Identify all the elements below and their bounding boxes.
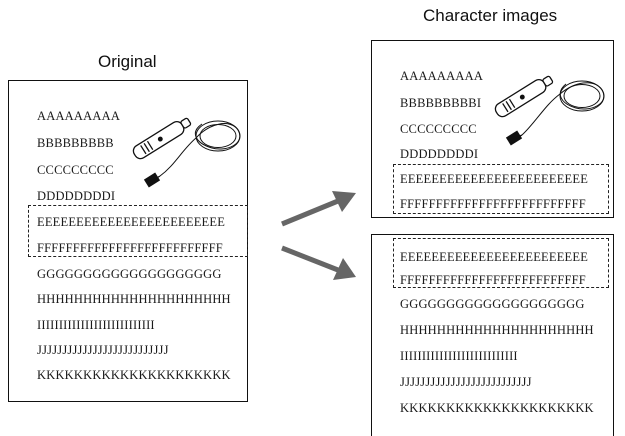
- char-top-line-d: DDDDDDDDI: [400, 147, 479, 161]
- char-bottom-line-g: GGGGGGGGGGGGGGGGGGGG: [400, 297, 585, 311]
- char-top-line-a: AAAAAAAAA: [400, 69, 484, 83]
- char-bottom-line-h: HHHHHHHHHHHHHHHHHHHHH: [400, 323, 594, 337]
- char-bottom-line-k: KKKKKKKKKKKKKKKKKKKKK: [400, 401, 594, 415]
- char-top-line-e: EEEEEEEEEEEEEEEEEEEEEEEE: [400, 172, 589, 186]
- char-bottom-selection-box: [393, 238, 609, 288]
- char-image-bottom-page: EEEEEEEEEEEEEEEEEEEEEEEE FFFFFFFFFFFFFFF…: [371, 234, 614, 436]
- title-original: Original: [98, 52, 157, 71]
- char-top-selection-box: [393, 164, 609, 214]
- original-line-f: FFFFFFFFFFFFFFFFFFFFFFFFFF: [37, 241, 223, 255]
- original-line-g: GGGGGGGGGGGGGGGGGGGG: [37, 267, 222, 281]
- original-line-i: IIIIIIIIIIIIIIIIIIIIIIIIIII: [37, 318, 155, 332]
- original-line-k: KKKKKKKKKKKKKKKKKKKKK: [37, 368, 231, 382]
- title-character-images: Character images: [423, 6, 558, 25]
- char-bottom-line-i: IIIIIIIIIIIIIIIIIIIIIIIIIII: [400, 349, 518, 363]
- arrow-right-icon: [281, 245, 356, 280]
- char-bottom-line-j: JJJJJJJJJJJJJJJJJJJJJJJJJJ: [400, 375, 532, 389]
- original-selection-box: [28, 205, 248, 257]
- original-line-j: JJJJJJJJJJJJJJJJJJJJJJJJJJ: [37, 343, 169, 357]
- original-line-b: BBBBBBBBB: [37, 136, 114, 150]
- original-page: AAAAAAAAA BBBBBBBBB CCCCCCCCC DDDDDDDDI …: [8, 80, 248, 402]
- original-line-d: DDDDDDDDI: [37, 189, 116, 203]
- char-top-line-c: CCCCCCCCC: [400, 122, 477, 136]
- char-image-top-page: AAAAAAAAA BBBBBBBBBI CCCCCCCCC DDDDDDDDI…: [371, 40, 614, 218]
- char-bottom-line-e: EEEEEEEEEEEEEEEEEEEEEEEE: [400, 250, 589, 264]
- char-bottom-line-f: FFFFFFFFFFFFFFFFFFFFFFFFFF: [400, 273, 586, 287]
- arrow-right-icon: [281, 191, 356, 227]
- original-line-h: HHHHHHHHHHHHHHHHHHHHH: [37, 292, 231, 306]
- original-line-c: CCCCCCCCC: [37, 163, 114, 177]
- original-line-a: AAAAAAAAA: [37, 109, 121, 123]
- original-line-e: EEEEEEEEEEEEEEEEEEEEEEEE: [37, 215, 226, 229]
- char-top-line-b: BBBBBBBBBI: [400, 96, 482, 110]
- char-top-line-f: FFFFFFFFFFFFFFFFFFFFFFFFFF: [400, 197, 586, 211]
- handheld-scanner-icon: [132, 117, 241, 188]
- handheld-scanner-icon: [494, 75, 605, 146]
